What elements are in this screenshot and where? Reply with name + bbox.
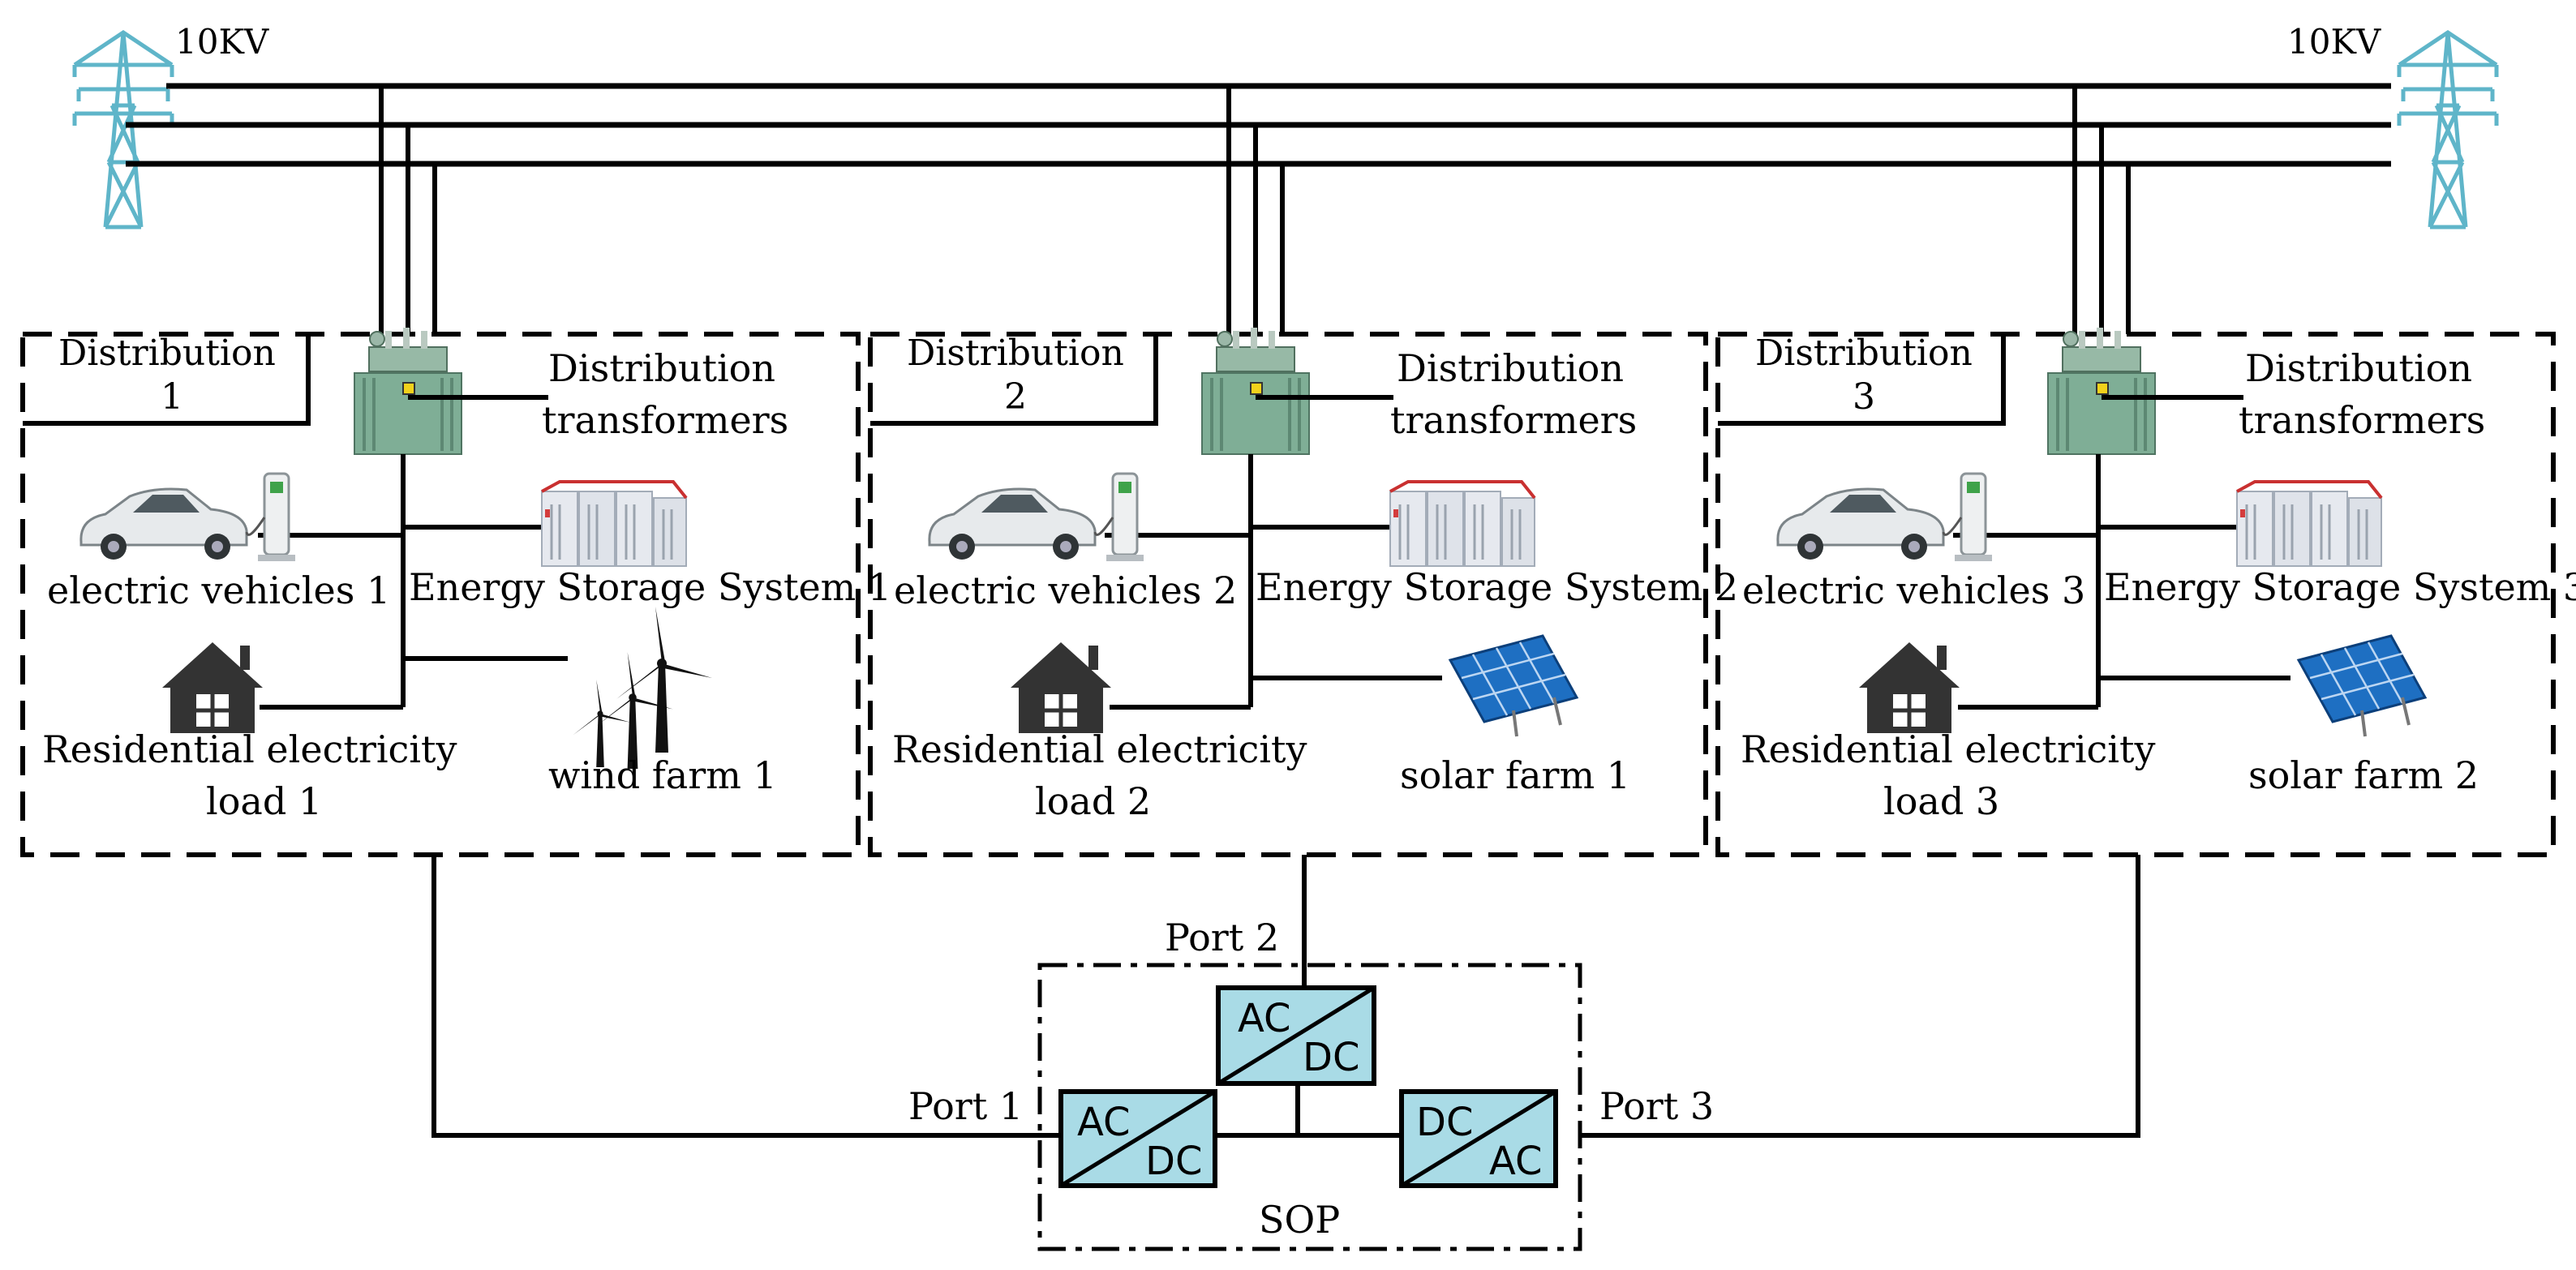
wind-farm-1-label: wind farm 1 — [548, 753, 777, 797]
region-1: Distribution 1 Distribution transformers… — [20, 326, 891, 857]
transmission-network: 10KV 10KV — [75, 22, 2497, 334]
region-2-boundary — [868, 332, 1708, 857]
converter-right: DC AC — [1399, 1089, 1558, 1188]
solar-farm-2-icon — [2297, 634, 2427, 738]
load-3-label-2: load 3 — [1883, 779, 1999, 823]
ess-3-label: Energy Storage System 3 — [2104, 565, 2576, 609]
ess-2-icon — [1389, 480, 1536, 568]
transformer-2-icon — [1200, 326, 1311, 456]
sop-label: SOP — [1259, 1198, 1340, 1242]
load-1-label: Residential electricity — [42, 727, 457, 771]
right-transmission-tower-icon — [2399, 32, 2497, 227]
wind-farm-1-icon — [573, 607, 712, 769]
ev-3-label: electric vehicles 3 — [1742, 568, 2085, 612]
transformer-3-icon — [2046, 326, 2157, 456]
region-1-label: Distribution — [58, 333, 276, 374]
house-1-icon — [162, 642, 263, 733]
port-3-label: Port 3 — [1599, 1084, 1714, 1128]
ev-1-label: electric vehicles 1 — [47, 568, 390, 612]
transformer-1-label-2: transformers — [542, 398, 788, 442]
sop-unit: AC DC AC DC DC AC Port 2 Port 1 Port 3 S… — [908, 916, 1714, 1251]
ev-3-icon — [1776, 472, 1994, 563]
ev-2-label: electric vehicles 2 — [894, 568, 1237, 612]
ess-1-label: Energy Storage System 1 — [409, 565, 891, 609]
port-2-label: Port 2 — [1165, 916, 1279, 959]
ev-1-icon — [79, 472, 297, 563]
load-1-label-2: load 1 — [206, 779, 322, 823]
converter-top: AC DC — [1216, 985, 1376, 1086]
solar-farm-1-icon — [1449, 634, 1578, 738]
region-3-number: 3 — [1853, 376, 1875, 418]
house-3-icon — [1859, 642, 1960, 733]
transformer-1-icon — [353, 326, 463, 456]
load-3-label: Residential electricity — [1741, 727, 2155, 771]
solar-farm-2-label: solar farm 2 — [2248, 753, 2479, 797]
converter-top-in: AC — [1238, 996, 1291, 1041]
solar-farm-1-label: solar farm 1 — [1400, 753, 1630, 797]
converter-right-in: DC — [1416, 1100, 1473, 1145]
ess-1-icon — [540, 480, 688, 568]
right-voltage-label: 10KV — [2287, 22, 2381, 62]
port-1-label: Port 1 — [908, 1084, 1023, 1128]
region-1-number: 1 — [161, 376, 183, 418]
transformer-2-label: Distribution — [1397, 346, 1624, 390]
ess-3-icon — [2235, 480, 2383, 568]
house-2-icon — [1011, 642, 1111, 733]
region-1-boundary — [20, 332, 861, 857]
feeder-drops — [379, 86, 2131, 334]
converter-left-out: DC — [1145, 1139, 1202, 1184]
sop-connections — [431, 855, 2140, 1138]
converter-right-out: AC — [1489, 1139, 1543, 1184]
transformer-3-label-2: transformers — [2239, 398, 2485, 442]
transmission-lines — [126, 83, 2391, 167]
converter-top-out: DC — [1303, 1035, 1359, 1080]
transformer-2-label-2: transformers — [1390, 398, 1637, 442]
region-3: Distribution 3 Distribution transformers… — [1715, 326, 2576, 857]
region-3-label: Distribution — [1755, 333, 1973, 374]
ess-2-label: Energy Storage System 2 — [1256, 565, 1738, 609]
left-transmission-tower-icon — [75, 32, 172, 227]
region-2: Distribution 2 Distribution transformers… — [868, 326, 1738, 857]
transformer-3-label: Distribution — [2245, 346, 2472, 390]
load-2-label-2: load 2 — [1035, 779, 1151, 823]
ev-2-icon — [928, 472, 1145, 563]
region-2-number: 2 — [1004, 376, 1027, 418]
converter-left: AC DC — [1058, 1089, 1217, 1188]
sop-boundary — [1037, 963, 1582, 1251]
transformer-1-label: Distribution — [548, 346, 775, 390]
converter-left-in: AC — [1077, 1100, 1131, 1145]
left-voltage-label: 10KV — [175, 22, 269, 62]
load-2-label: Residential electricity — [892, 727, 1307, 771]
region-2-label: Distribution — [907, 333, 1124, 374]
